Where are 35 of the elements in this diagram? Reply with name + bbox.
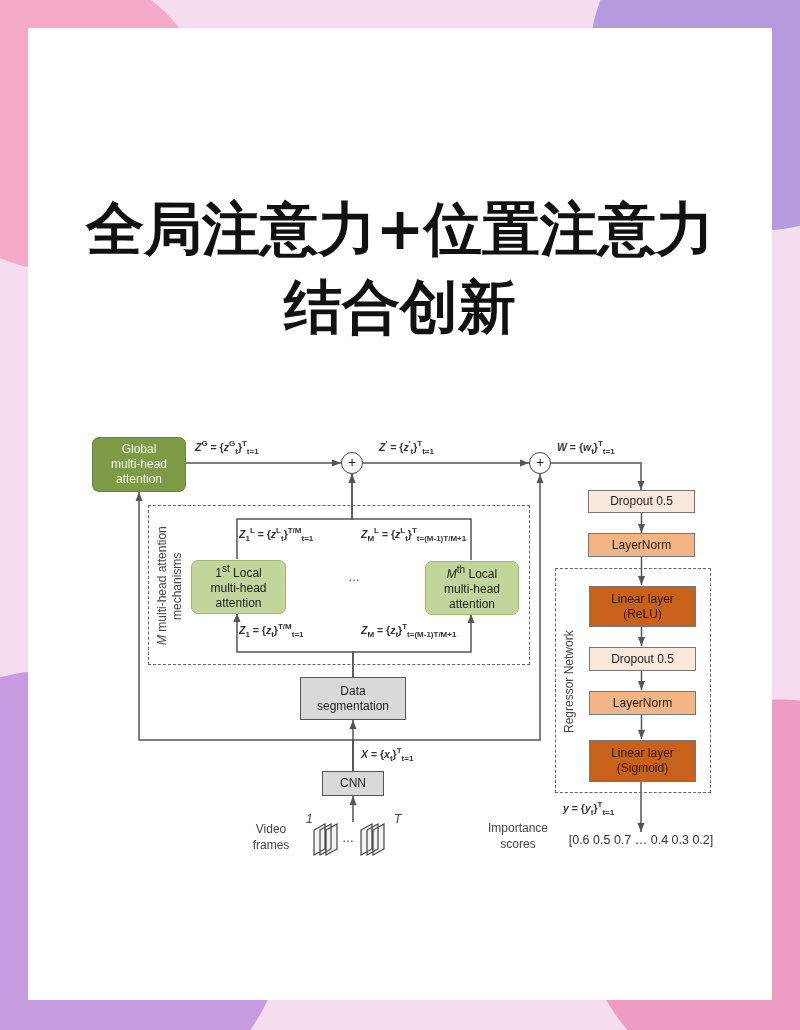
caption-text: Video frames <box>251 822 291 854</box>
arrow <box>362 459 530 467</box>
caption-text: Importance scores <box>487 821 549 853</box>
process-box: Data segmentation <box>300 677 406 720</box>
layer-box: Linear layer (Sigmoid) <box>589 740 696 782</box>
attention-box: 1$^{st}$ Local multi-head attention <box>191 560 286 614</box>
group-label: Regressor Network <box>562 629 577 735</box>
arrow <box>638 625 645 647</box>
arrow <box>348 473 472 561</box>
layer-box: Dropout 0.5 <box>588 490 695 513</box>
arrow <box>638 556 645 586</box>
arrow <box>352 473 544 772</box>
arrow <box>638 512 645 534</box>
arrow <box>352 613 475 678</box>
ellipsis: … <box>348 570 360 586</box>
layer-box: Linear layer (ReLU) <box>589 586 696 627</box>
score-list: [0.6 0.5 0.7 … 0.4 0.3 0.2] <box>566 832 716 850</box>
arrow <box>638 713 645 740</box>
dashed-group <box>555 568 711 793</box>
layer-box: Dropout 0.5 <box>589 647 696 671</box>
arrow <box>637 780 645 833</box>
frame-number: 1 <box>306 812 313 828</box>
attention-box: Global multi-head attention <box>92 437 186 492</box>
title: 全局注意力+位置注意力结合创新 <box>84 194 716 343</box>
ellipsis: … <box>342 831 354 847</box>
frame-number: T <box>394 812 402 828</box>
attention-box: M$^{th}$ Local multi-head attention <box>425 561 519 615</box>
arrow <box>185 459 342 467</box>
arrow <box>550 462 645 491</box>
arrow <box>349 795 357 823</box>
layer-box: LayerNorm <box>589 691 696 715</box>
layer-box: LayerNorm <box>588 533 695 557</box>
arrow <box>638 669 645 691</box>
group-label: M multi-head attention mechanisms <box>155 525 185 648</box>
process-box: CNN <box>322 771 384 796</box>
